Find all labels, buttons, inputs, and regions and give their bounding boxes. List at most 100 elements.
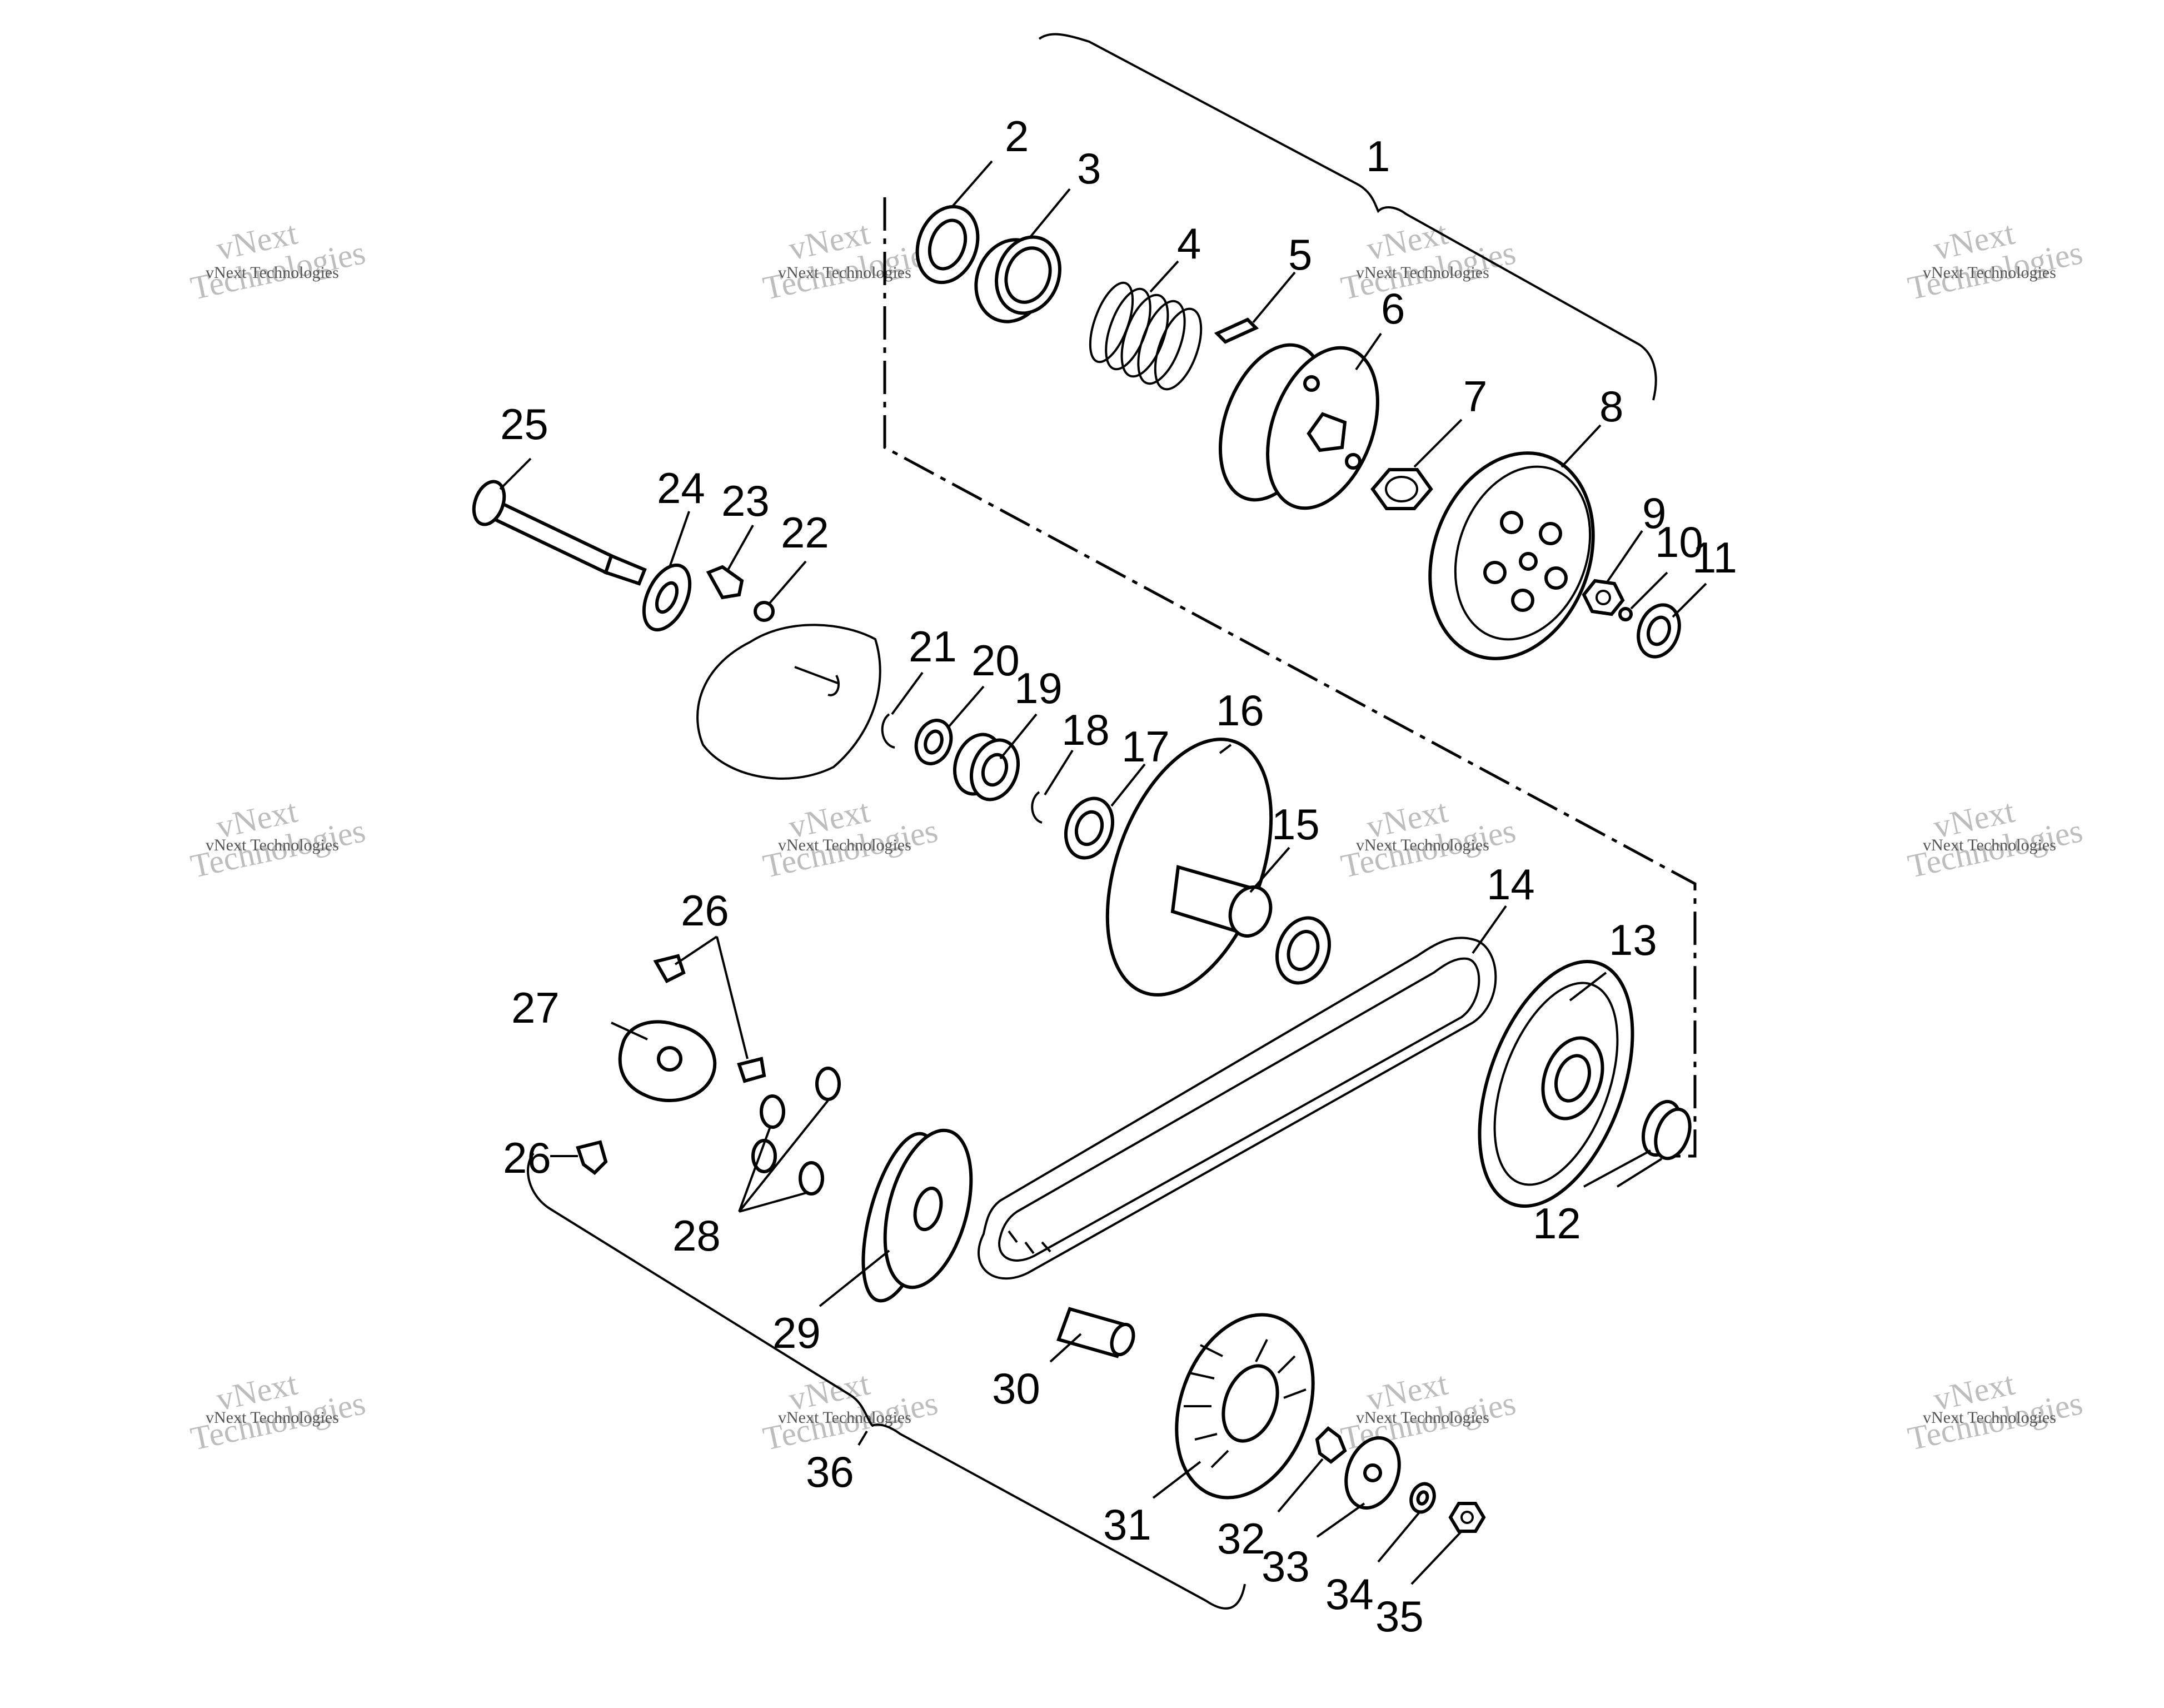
part-5-pin xyxy=(1214,317,1259,344)
part-9-nut xyxy=(1582,579,1625,616)
callout-26-top: 26 xyxy=(681,886,729,935)
part-21-circlip xyxy=(881,713,895,749)
part-28-roller xyxy=(760,1094,785,1129)
assembly-1-brace xyxy=(1038,33,1657,401)
assembly-1-boundary xyxy=(883,197,1697,1158)
crankcase-cover xyxy=(696,624,881,780)
watermark-label: vNext Technologies xyxy=(206,263,339,282)
callout-13: 13 xyxy=(1609,915,1657,964)
callout-29: 29 xyxy=(772,1308,821,1357)
part-3-collar xyxy=(974,235,1061,323)
watermark-label: vNext Technologies xyxy=(1923,836,2056,854)
callout-36: 36 xyxy=(806,1447,854,1496)
assembly-36-brace xyxy=(527,1152,1246,1610)
watermark: vNext Technologies xyxy=(187,793,368,885)
part-17-bearing xyxy=(1064,796,1115,860)
watermark-label: vNext Technologies xyxy=(1356,263,1489,282)
part-34-washer xyxy=(1409,1482,1436,1514)
callout-7: 7 xyxy=(1463,372,1487,421)
callout-32: 32 xyxy=(1217,1514,1265,1563)
callout-3: 3 xyxy=(1077,144,1101,193)
callout-11: 11 xyxy=(1692,533,1737,582)
part-28-roller xyxy=(799,1161,824,1196)
part-26-slider xyxy=(576,1140,608,1175)
callout-30: 30 xyxy=(992,1364,1040,1413)
part-22-washer xyxy=(754,601,775,622)
callout-20: 20 xyxy=(971,636,1020,685)
callout-31: 31 xyxy=(1103,1500,1151,1549)
part-15-driven-face xyxy=(1105,738,1273,997)
callout-2: 2 xyxy=(1005,112,1029,161)
part-6-clutch-carrier xyxy=(1218,343,1379,510)
part-7-nut xyxy=(1370,468,1433,510)
part-4-spring xyxy=(1089,281,1203,391)
callout-8: 8 xyxy=(1599,382,1623,431)
watermark-label: vNext Technologies xyxy=(778,836,911,854)
part-29-drive-face xyxy=(861,1128,973,1303)
part-26-slider xyxy=(737,1057,766,1083)
watermark-label: vNext Technologies xyxy=(206,1408,339,1427)
watermark-label: vNext Technologies xyxy=(1923,1408,2056,1427)
callout-15: 15 xyxy=(1272,800,1320,849)
part-20-washer xyxy=(914,719,953,765)
part-2-oil-seal xyxy=(1275,916,1332,985)
callout-5: 5 xyxy=(1288,230,1312,279)
callout-19: 19 xyxy=(1014,664,1063,713)
watermark: vNext Technologies xyxy=(1338,1365,1519,1457)
part-27-ramp-plate xyxy=(618,1020,717,1102)
callout-6: 6 xyxy=(1381,284,1405,333)
callout-16: 16 xyxy=(1216,686,1264,735)
watermark-label: vNext Technologies xyxy=(1923,263,2056,282)
watermark: vNext Technologies xyxy=(760,793,941,885)
leader-lines xyxy=(499,160,1707,1585)
part-24-bearing xyxy=(642,563,692,632)
watermark: vNext Technologies xyxy=(1338,215,1519,307)
part-14-v-belt xyxy=(978,937,1497,1280)
watermark: vNext Technologies xyxy=(1904,793,2086,885)
callout-17: 17 xyxy=(1121,722,1170,771)
callout-24: 24 xyxy=(657,464,705,512)
part-25-shaft xyxy=(472,480,647,586)
callout-26-bottom: 26 xyxy=(503,1133,551,1182)
part-35-nut xyxy=(1448,1502,1486,1533)
watermark: vNext Technologies xyxy=(1904,1365,2086,1457)
part-19-bearing xyxy=(953,733,1020,801)
callout-28: 28 xyxy=(672,1211,721,1260)
watermark-label: vNext Technologies xyxy=(1356,1408,1489,1427)
callout-33: 33 xyxy=(1261,1542,1310,1591)
callout-18: 18 xyxy=(1061,705,1110,754)
watermark: vNext Technologies xyxy=(187,1365,368,1457)
part-31-movable-drive-face xyxy=(1175,1313,1315,1500)
callout-22: 22 xyxy=(781,508,829,557)
part-18-circlip xyxy=(1031,791,1043,824)
part-23-bolt xyxy=(706,565,744,600)
part-13-driven-pulley xyxy=(1478,960,1634,1208)
watermark-label: vNext Technologies xyxy=(206,836,339,854)
part-8-clutch-housing xyxy=(1428,451,1595,660)
watermark-label: vNext Technologies xyxy=(778,1408,911,1427)
part-26-slider xyxy=(653,954,686,983)
callout-4: 4 xyxy=(1177,219,1201,268)
part-11-bearing xyxy=(1637,603,1681,659)
watermark: vNext Technologies xyxy=(187,215,368,307)
callout-labels: 1 2 3 4 5 6 7 8 9 10 11 12 13 14 15 16 1… xyxy=(500,112,1737,1641)
callout-23: 23 xyxy=(721,476,770,525)
part-28-roller xyxy=(815,1067,841,1101)
callout-9: 9 xyxy=(1642,489,1666,537)
part-32-gear xyxy=(1315,1426,1347,1464)
callout-14: 14 xyxy=(1487,860,1535,909)
watermark: vNext Technologies xyxy=(760,215,941,307)
callout-21: 21 xyxy=(909,622,957,671)
callout-35: 35 xyxy=(1375,1592,1424,1641)
part-2-oil-seal xyxy=(915,205,980,285)
part-30-sleeve xyxy=(1056,1307,1135,1358)
watermark-label: vNext Technologies xyxy=(778,263,911,282)
callout-34: 34 xyxy=(1325,1570,1374,1619)
part-10-washer xyxy=(1618,607,1633,621)
callout-25: 25 xyxy=(500,400,549,449)
part-12-bush xyxy=(1642,1099,1692,1161)
callout-27: 27 xyxy=(511,983,560,1032)
watermark: vNext Technologies xyxy=(1904,215,2086,307)
callout-12: 12 xyxy=(1533,1199,1581,1248)
